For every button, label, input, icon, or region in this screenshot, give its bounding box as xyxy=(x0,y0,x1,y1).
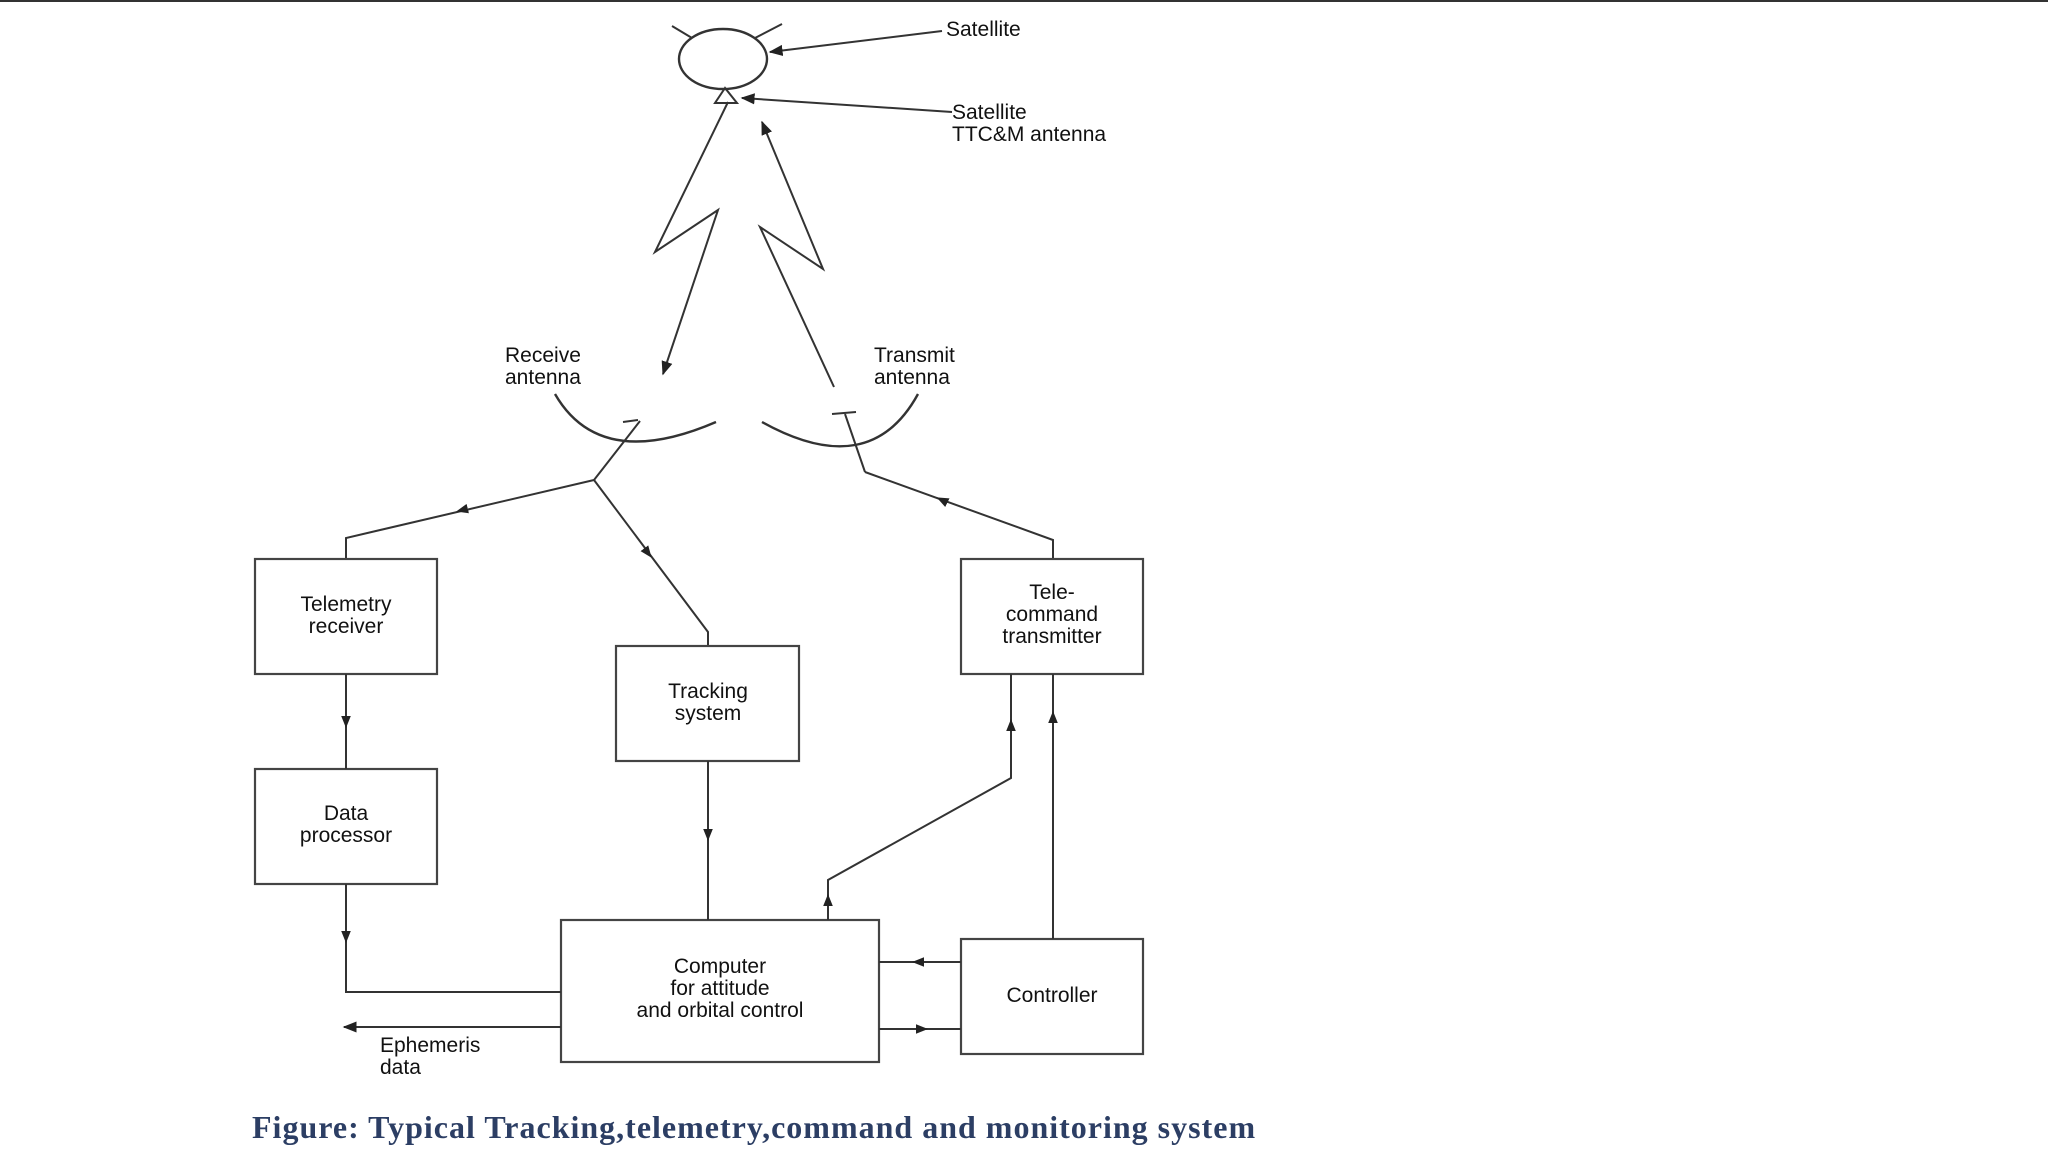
wire-receive-to-telemetry xyxy=(345,479,595,559)
svg-text:Data: Data xyxy=(324,802,369,825)
svg-text:Tele-: Tele- xyxy=(1029,581,1075,604)
ttcm-antenna-label-2: TTC&M antenna xyxy=(952,123,1106,146)
svg-text:processor: processor xyxy=(300,824,392,847)
receive-antenna-dish xyxy=(553,393,717,481)
controller-block: Controller xyxy=(959,937,1145,1056)
svg-text:system: system xyxy=(675,702,742,725)
svg-text:receiver: receiver xyxy=(309,615,384,638)
transmit-antenna-label-1: Transmit xyxy=(874,344,955,367)
wire-telecommand-to-transmit xyxy=(864,471,1054,559)
receive-antenna-label-1: Receive xyxy=(505,344,581,367)
ephemeris-label-1: Ephemeris xyxy=(380,1034,480,1057)
svg-text:Telemetry: Telemetry xyxy=(300,593,392,616)
svg-text:Computer: Computer xyxy=(674,955,766,978)
computer-block: Computer for attitude and orbital contro… xyxy=(559,918,881,1064)
telemetry-receiver-block: Telemetry receiver xyxy=(253,557,439,676)
svg-text:Tracking: Tracking xyxy=(668,680,748,703)
data-processor-block: Data processor xyxy=(253,767,439,886)
satellite-label: Satellite xyxy=(946,18,1021,41)
downlink-signal xyxy=(652,101,729,376)
tracking-system-block: Tracking system xyxy=(614,644,801,763)
ttcm-antenna-label-1: Satellite xyxy=(952,101,1027,124)
figure-caption: Figure: Typical Tracking,telemetry,comma… xyxy=(252,1109,1256,1145)
wire-receive-to-tracking xyxy=(593,479,709,646)
uplink-signal xyxy=(757,120,835,388)
telecommand-transmitter-block: Tele- command transmitter xyxy=(959,557,1145,676)
svg-text:for attitude: for attitude xyxy=(670,977,769,1000)
transmit-antenna-label-2: antenna xyxy=(874,366,950,389)
ephemeris-label-2: data xyxy=(380,1056,421,1079)
wire-computer-to-telecommand xyxy=(827,674,1012,920)
svg-text:command: command xyxy=(1006,603,1098,626)
wire-processor-to-computer xyxy=(345,884,561,993)
ttcm-antenna-pointer xyxy=(740,93,953,113)
svg-text:transmitter: transmitter xyxy=(1002,625,1101,648)
svg-text:and orbital control: and orbital control xyxy=(637,999,804,1022)
svg-text:Controller: Controller xyxy=(1006,984,1097,1007)
satellite-pointer xyxy=(768,30,943,57)
receive-antenna-label-2: antenna xyxy=(505,366,581,389)
satellite-icon xyxy=(671,23,783,104)
transmit-antenna-dish xyxy=(761,393,920,473)
